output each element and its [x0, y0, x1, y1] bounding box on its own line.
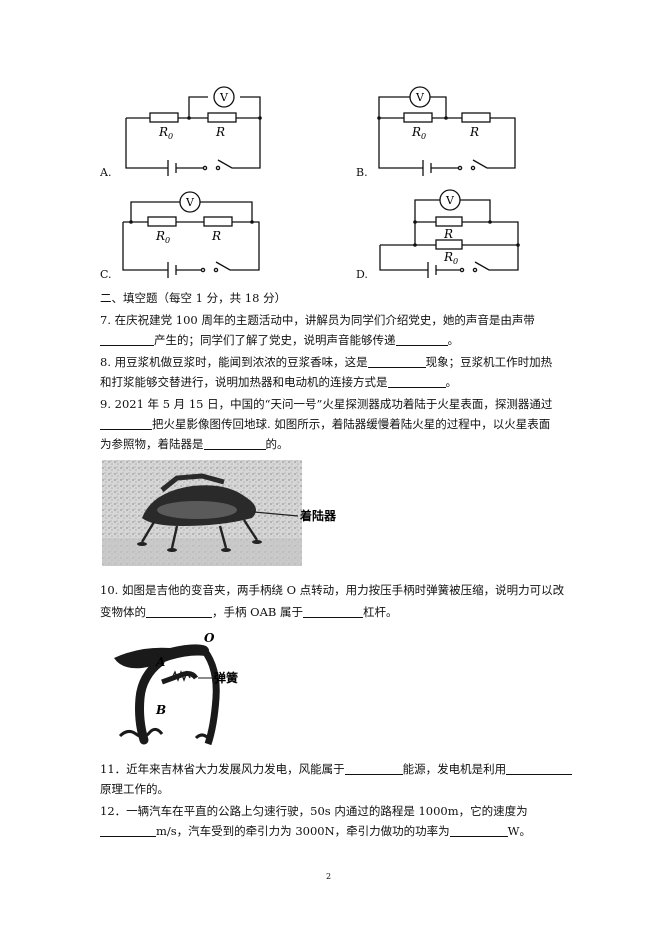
point-o-label: O: [204, 631, 215, 645]
section-heading: 二、填空题（每空 1 分，共 18 分）: [100, 291, 287, 305]
voltmeter-label: V: [415, 91, 425, 104]
answer-blank[interactable]: [506, 762, 573, 775]
answer-blank[interactable]: [100, 824, 156, 837]
r-label: R: [211, 229, 221, 243]
q9-line2: 把火星影像图传回地球. 如图所示，着陆器缓慢着陆火星的过程中，以火星表面: [100, 416, 550, 432]
answer-blank[interactable]: [146, 605, 212, 618]
capo-figure: O A B 弹簧: [114, 631, 238, 746]
voltmeter-label: V: [219, 91, 229, 104]
q12-line1: 12．一辆汽车在平直的公路上匀速行驶，50s 内通过的路程是 1000m，它的速…: [100, 804, 528, 818]
option-d-label: D.: [356, 268, 368, 281]
circuit-d: [379, 189, 519, 278]
point-a-label: A: [155, 655, 165, 669]
option-b-label: B.: [356, 166, 368, 179]
answer-blank[interactable]: [303, 605, 363, 618]
circuit-a: [125, 86, 261, 176]
q11-line1: 11．近年来吉林省大力发展风力发电，风能属于能源，发电机是利用: [100, 761, 573, 777]
circuit-b: [378, 86, 516, 176]
option-c-label: C.: [100, 268, 112, 281]
r0-label: R0: [158, 125, 173, 141]
q11-line2: 原理工作的。: [100, 782, 169, 796]
page-number: 2: [326, 872, 332, 881]
point-b-label: B: [155, 703, 166, 717]
q9-line1: 9. 2021 年 5 月 15 日，中国的“天问一号”火星探测器成功着陆于火星…: [100, 397, 553, 411]
lander-label: 着陆器: [299, 508, 337, 523]
option-a-label: A.: [100, 166, 112, 179]
q8-line1: 8. 用豆浆机做豆浆时，能闻到浓浓的豆浆香味，这是现象；豆浆机工作时加热: [100, 355, 553, 369]
r0-label: R0: [443, 250, 458, 266]
circuit-c: [122, 191, 260, 278]
answer-blank[interactable]: [100, 333, 154, 346]
answer-blank[interactable]: [367, 355, 426, 368]
answer-blank[interactable]: [203, 437, 266, 450]
answer-blank[interactable]: [100, 417, 152, 430]
r-label: R: [469, 125, 479, 139]
answer-blank[interactable]: [387, 375, 446, 388]
q8-line2: 和打浆能够交替进行，说明加热器和电动机的连接方式是。: [100, 375, 457, 389]
answer-blank[interactable]: [344, 762, 403, 775]
circuit-diagrams: V V V V R0 R R0 R R0 R R R0: [122, 86, 520, 278]
answer-blank[interactable]: [395, 333, 448, 346]
r0-label: R0: [155, 229, 170, 245]
q9-line3: 为参照物，着陆器是的。: [100, 437, 289, 451]
lander-figure: 着陆器: [102, 460, 337, 566]
q10-line2: 变物体的，手柄 OAB 属于杠杆。: [100, 605, 398, 619]
r-label: R: [215, 125, 225, 139]
answer-blank[interactable]: [449, 824, 508, 837]
q7-line1: 7. 在庆祝建党 100 周年的主题活动中，讲解员为同学们介绍党史，她的声音是由…: [100, 313, 535, 327]
r-label: R: [443, 227, 453, 241]
spring-label: 弹簧: [214, 670, 238, 685]
q10-line1: 10. 如图是吉他的变音夹，两手柄绕 O 点转动，用力按压手柄时弹簧被压缩，说明…: [100, 583, 565, 597]
q7-line2: 产生的；同学们了解了党史，说明声音能够传递。: [100, 332, 459, 348]
r0-label: R0: [411, 125, 426, 141]
voltmeter-label: V: [445, 194, 455, 207]
voltmeter-label: V: [185, 196, 195, 209]
